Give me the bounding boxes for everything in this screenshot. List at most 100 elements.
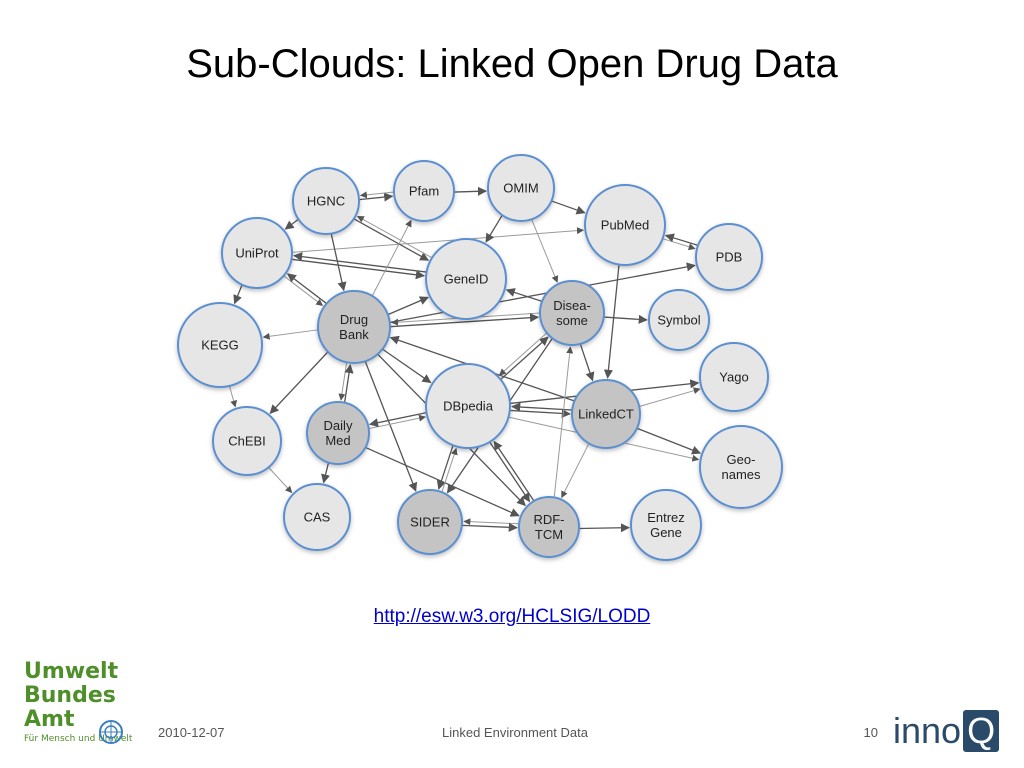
edge-linkedct-to-geonames: [636, 427, 702, 455]
node-label: GeneID: [444, 272, 489, 287]
edge-drugbank-to-chebi: [269, 351, 329, 415]
edge-drugbank-to-dbpedia: [382, 348, 432, 384]
uba-logo-tagline: Für Mensch und Umwelt: [24, 734, 133, 744]
node-circle: [283, 483, 351, 551]
node-circle: [630, 489, 702, 561]
page-number: 10: [863, 725, 878, 740]
node-circle: [695, 223, 763, 291]
edge-omim-to-geneid: [485, 214, 503, 243]
node-circle: [571, 379, 641, 449]
edge-drugbank-to-sider: [364, 361, 418, 492]
node-label: RDF-TCM: [533, 512, 564, 542]
edge-drugbank-to-pfam: [371, 219, 412, 297]
edge-sider-to-rdftcm: [461, 522, 518, 532]
edge-uniprot-to-drugbank: [283, 275, 324, 306]
node-label: CAS: [304, 510, 331, 525]
edge-diseasome-to-symbol: [603, 314, 648, 324]
node-label: Yago: [719, 370, 748, 385]
node-label: DBpedia: [443, 399, 494, 414]
edge-hgnc-to-geneid: [353, 218, 430, 261]
node-symbol: Symbol: [648, 289, 710, 351]
node-hgnc: HGNC: [292, 167, 360, 235]
edge-omim-to-pubmed: [551, 200, 586, 215]
node-circle: [306, 401, 370, 465]
edge-dbpedia-to-dailymed: [369, 411, 427, 428]
node-circle: [425, 238, 507, 320]
node-pubmed: PubMed: [584, 184, 666, 266]
edge-rdftcm-to-sider: [463, 518, 520, 526]
edge-dbpedia-to-sider: [436, 445, 454, 490]
node-circle: [425, 363, 511, 449]
edge-uniprot-to-pubmed: [292, 227, 584, 253]
node-label: SIDER: [410, 515, 450, 530]
edge-linkedct-to-dbpedia: [511, 402, 573, 412]
node-label: LinkedCT: [578, 407, 634, 422]
edge-dbpedia-to-rdftcm: [489, 441, 531, 503]
lodd-link[interactable]: http://esw.w3.org/HCLSIG/LODD: [373, 606, 651, 627]
edge-rdftcm-to-entrezgene: [579, 523, 630, 533]
node-kegg: KEGG: [177, 302, 263, 388]
footer-title: Linked Environment Data: [442, 725, 588, 740]
edge-pubmed-to-linkedct: [603, 264, 620, 379]
node-label: Disea-some: [553, 298, 591, 328]
node-omim: OMIM: [487, 154, 555, 222]
edge-linkedct-to-rdftcm: [561, 443, 590, 499]
uba-logo-line-1: Umwelt: [24, 659, 119, 684]
edge-chebi-to-cas: [268, 467, 293, 494]
node-label: Pfam: [409, 184, 439, 199]
node-label: OMIM: [503, 181, 538, 196]
edge-drugbank-to-kegg: [262, 329, 319, 340]
node-label: Symbol: [657, 313, 700, 328]
node-circle: [518, 496, 580, 558]
node-label: ChEBI: [228, 434, 266, 449]
node-dbpedia: DBpedia: [425, 363, 511, 449]
edge-hgnc-to-drugbank: [330, 233, 347, 292]
uba-logo-line-2: Bundes: [24, 683, 116, 708]
edge-geneid-to-uniprot: [293, 252, 427, 273]
edge-pfam-to-omim: [454, 186, 487, 196]
edge-dailymed-to-cas: [321, 462, 330, 484]
edge-rdftcm-to-dbpedia: [493, 440, 535, 502]
node-circle: [317, 290, 391, 364]
node-sider: SIDER: [397, 489, 463, 555]
edge-dbpedia-to-diseasome: [500, 336, 549, 380]
node-circle: [397, 489, 463, 555]
node-label: PubMed: [601, 218, 649, 233]
edge-drugbank-to-pdb: [389, 262, 696, 323]
un-emblem-icon: [99, 720, 123, 744]
node-label: UniProt: [235, 246, 279, 261]
edge-linkedct-to-yago: [639, 387, 701, 407]
edge-hgnc-to-pfam: [358, 192, 394, 202]
innoq-logo-text: inno: [893, 710, 962, 751]
edge-drugbank-to-uniprot: [286, 273, 327, 305]
slide-title: Sub-Clouds: Linked Open Drug Data: [186, 42, 838, 86]
edge-geneid-to-hgnc: [356, 215, 433, 259]
edge-uniprot-to-geneid: [291, 258, 425, 280]
node-geonames: Geo-names: [699, 425, 783, 509]
node-rdftcm: RDF-TCM: [518, 496, 580, 558]
uba-logo-line-3: Amt: [24, 707, 75, 732]
node-geneid: GeneID: [425, 238, 507, 320]
node-circle: [648, 289, 710, 351]
node-pfam: Pfam: [393, 160, 455, 222]
node-circle: [539, 280, 605, 346]
node-linkedct: LinkedCT: [571, 379, 641, 449]
node-pdb: PDB: [695, 223, 763, 291]
edge-diseasome-to-linkedct: [579, 343, 595, 382]
edge-uniprot-to-kegg: [233, 284, 243, 305]
uba-logo: Umwelt Bundes Amt Für Mensch und Umwelt: [24, 659, 133, 745]
node-cas: CAS: [283, 483, 351, 551]
node-circle: [221, 217, 293, 289]
edge-diseasome-to-dbpedia: [498, 332, 548, 376]
edge-dbpedia-to-linkedct: [509, 408, 571, 418]
edge-pdb-to-pubmed: [664, 233, 699, 247]
node-circle: [487, 154, 555, 222]
node-circle: [393, 160, 455, 222]
innoq-logo-q: Q: [963, 710, 1000, 752]
node-label: Geo-names: [721, 452, 761, 482]
